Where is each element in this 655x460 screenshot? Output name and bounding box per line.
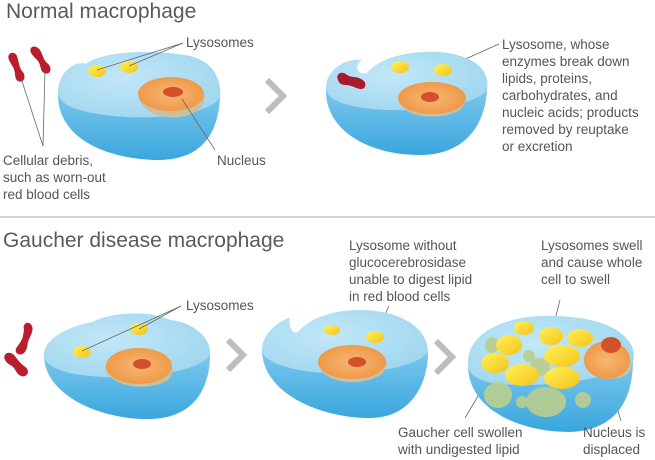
lysosome: [324, 325, 340, 335]
lysosome: [434, 64, 452, 76]
label-lysosomes-normal: Lysosomes: [186, 35, 254, 50]
gaucher-cell-2: [262, 310, 428, 418]
red-blood-cell: [4, 352, 28, 377]
arrow-chevron-icon: [264, 77, 288, 115]
red-blood-cell: [15, 322, 33, 355]
cell-top-surface: [262, 310, 428, 374]
lipid-deposits: [484, 337, 591, 417]
lipid-deposit: [484, 382, 512, 408]
normal-cell-2: [325, 51, 488, 155]
lysosome-swollen: [544, 345, 580, 367]
nucleolus: [163, 87, 183, 97]
section-title-gaucher: Gaucher disease macrophage: [3, 229, 285, 252]
red-blood-cell: [8, 52, 25, 82]
lipid-deposit: [575, 392, 591, 408]
label-lysosome-without-enzyme: Lysosome without glucocerebrosidase unab…: [349, 238, 473, 304]
red-blood-cells: [8, 46, 51, 82]
nucleolus: [348, 357, 366, 367]
lysosome-swollen: [481, 353, 509, 373]
nucleolus: [133, 359, 151, 369]
lysosome-swollen: [539, 327, 563, 345]
lysosome-swollen: [496, 335, 522, 355]
lipid-deposit: [516, 396, 528, 408]
section-divider: [0, 216, 655, 218]
arrow-chevron-icon: [225, 337, 248, 373]
lysosome: [120, 61, 138, 73]
arrow-chevron-icon: [433, 338, 457, 376]
lipid-deposit: [523, 350, 535, 362]
red-blood-cell-engulfed: [337, 72, 366, 90]
lysosome-swollen: [544, 367, 580, 389]
lysosome-swollen: [567, 329, 593, 347]
lysosome: [88, 65, 106, 77]
normal-cell-1: [57, 51, 221, 161]
nucleus-displaced: [584, 341, 630, 379]
lysosome: [366, 331, 384, 343]
label-lysosomes-gaucher: Lysosomes: [186, 298, 254, 313]
gaucher-cell-1: [44, 313, 211, 420]
label-nucleus-displaced: Nucleus is displaced: [583, 425, 646, 457]
label-cellular-debris: Cellular debris, such as worn-out red bl…: [3, 153, 106, 202]
section-title-normal: Normal macrophage: [6, 0, 197, 23]
label-nucleus: Nucleus: [217, 153, 266, 168]
label-lysosomes-swell: Lysosomes swell and cause whole cell to …: [541, 238, 643, 287]
red-blood-cell: [30, 46, 51, 74]
lysosome-swollen: [514, 321, 534, 335]
lysosome-swollen: [505, 364, 539, 386]
label-lysosome-enzymes: Lysosome, whose enzymes break down lipid…: [502, 37, 639, 154]
label-gaucher-cell: Gaucher cell swollen with undigested lip…: [398, 425, 523, 457]
lysosome: [391, 61, 409, 73]
nucleolus: [601, 337, 621, 353]
lipid-deposit: [526, 387, 566, 417]
red-blood-cells-gaucher: [4, 322, 33, 377]
gaucher-cell-3: [467, 315, 634, 432]
nucleolus: [421, 92, 439, 102]
lipid-deposit: [485, 337, 499, 353]
